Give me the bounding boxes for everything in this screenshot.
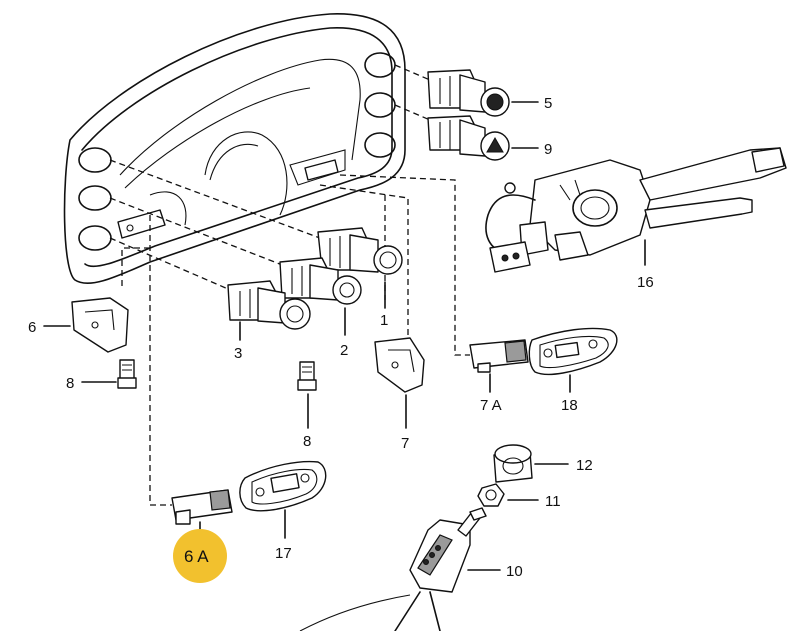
part-5-switch [427,69,510,117]
part-17-panel [239,460,327,512]
callout-10: 10 [506,563,523,580]
switch-opening [78,147,112,173]
callout-7a: 7 A [480,397,502,414]
lower-outline [299,594,411,631]
switch-opening [78,225,112,251]
part-6a-connector [171,489,233,525]
part-6-bracket [71,297,129,353]
switch-opening [78,185,112,211]
part-16-column-switch [485,147,787,273]
part-9-switch [427,115,510,161]
part-7a-connector [469,339,529,373]
part-18-panel [528,327,618,376]
switch-opening [364,92,396,118]
switch-opening [364,132,396,158]
callout-12: 12 [576,457,593,474]
highlight-circle [173,529,227,583]
callout-2: 2 [340,342,348,359]
part-8-bulb-middle [297,361,317,391]
callout-6a: 6 A [184,547,209,566]
callout-9: 9 [544,141,552,158]
callout-3: 3 [234,345,242,362]
part-12-knob [493,444,533,483]
callout-7: 7 [401,435,409,452]
callout-1: 1 [380,312,388,329]
callout-17: 17 [275,545,292,562]
callout-11: 11 [545,493,561,510]
part-10-dimmer [409,507,487,593]
part-2-switch [279,257,362,305]
callout-8-middle: 8 [303,433,311,450]
leader-bottom-a [394,591,421,631]
leader-bottom-b [429,591,441,631]
callout-8-left: 8 [66,375,74,392]
part-7-bracket [374,337,425,393]
part-1-switch [317,227,403,275]
callout-16: 16 [637,274,654,291]
part-11-nut [477,483,505,507]
part-8-bulb-left [117,359,137,389]
part-3-switch [227,280,311,330]
leader-lines [109,64,470,506]
callout-5: 5 [544,95,552,112]
callout-6: 6 [28,319,36,336]
callout-18: 18 [561,397,578,414]
switch-opening [364,52,396,78]
